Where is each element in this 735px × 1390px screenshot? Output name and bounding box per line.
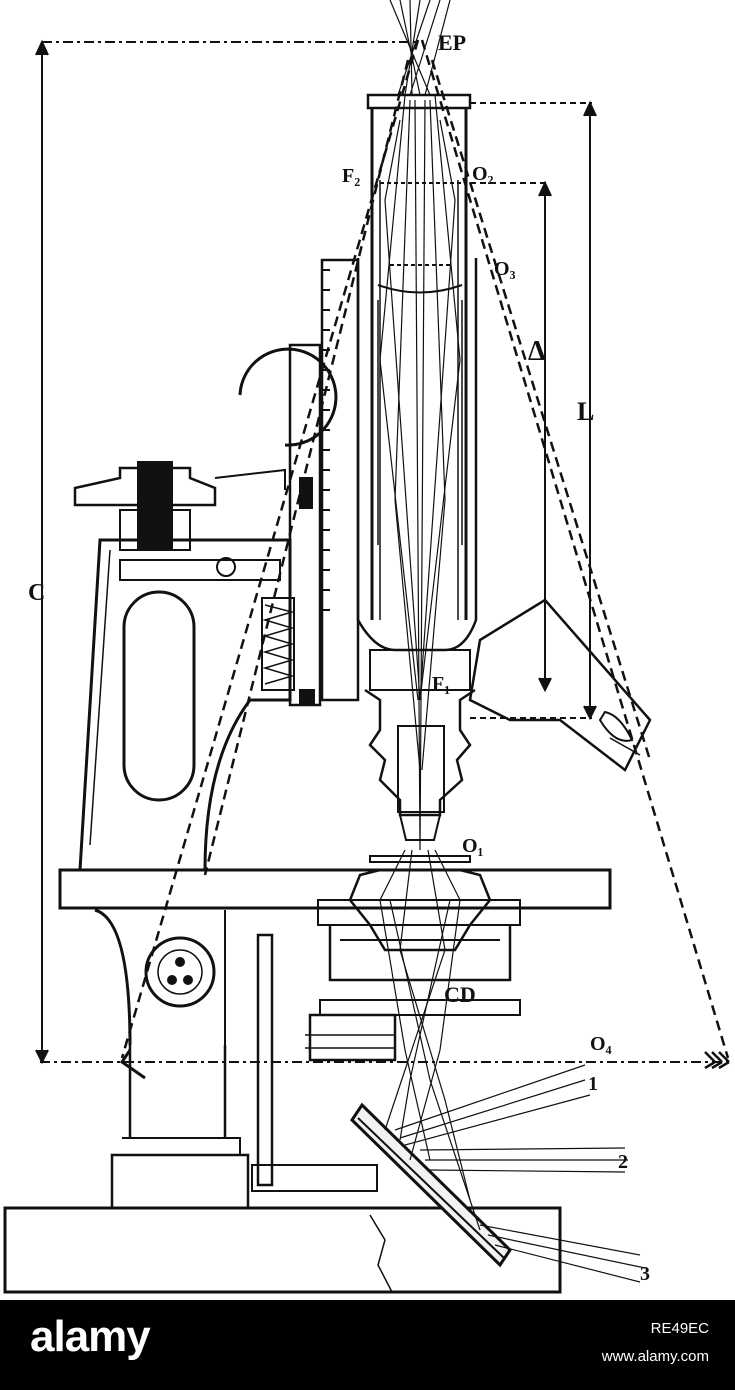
label-c: C xyxy=(28,580,45,606)
label-o4: O₄ xyxy=(590,1033,612,1055)
body-tube xyxy=(356,93,478,691)
label-o2: O₂ xyxy=(472,163,494,185)
label-ray-2: 2 xyxy=(618,1151,628,1173)
microscope-optical-diagram: EP F₂ O₂ O₃ Δ L C F₁ O₁ CD O₄ 1 2 3 xyxy=(3,0,730,1294)
substage-condenser xyxy=(305,868,521,1062)
label-ep: EP xyxy=(438,30,466,55)
site-url-text: www.alamy.com xyxy=(601,1348,709,1365)
label-delta: Δ xyxy=(528,336,546,367)
mirror xyxy=(350,1102,512,1268)
light-rays xyxy=(379,0,646,1283)
microscope-arm xyxy=(78,538,292,1046)
side-objective xyxy=(468,598,652,772)
label-f2: F₂ xyxy=(342,165,360,187)
label-f1: F₁ xyxy=(432,673,450,695)
brand-logo: alamy xyxy=(30,1312,151,1361)
fine-focus-knob xyxy=(144,933,378,1192)
stage xyxy=(58,855,612,910)
label-cd: CD xyxy=(444,982,476,1007)
label-o1: O₁ xyxy=(462,835,484,857)
dashed-cone xyxy=(120,39,730,1059)
coarse-focus-knob xyxy=(73,461,286,581)
label-o3: O₃ xyxy=(494,258,516,280)
label-l: L xyxy=(577,397,594,426)
microscope-base xyxy=(3,1045,562,1294)
label-ray-3: 3 xyxy=(640,1263,650,1285)
dimension-lines xyxy=(35,39,730,1080)
label-ray-1: 1 xyxy=(588,1073,598,1095)
watermark-footer: alamy RE49EC www.alamy.com xyxy=(0,1300,735,1390)
image-id-text: RE49EC xyxy=(650,1320,709,1337)
